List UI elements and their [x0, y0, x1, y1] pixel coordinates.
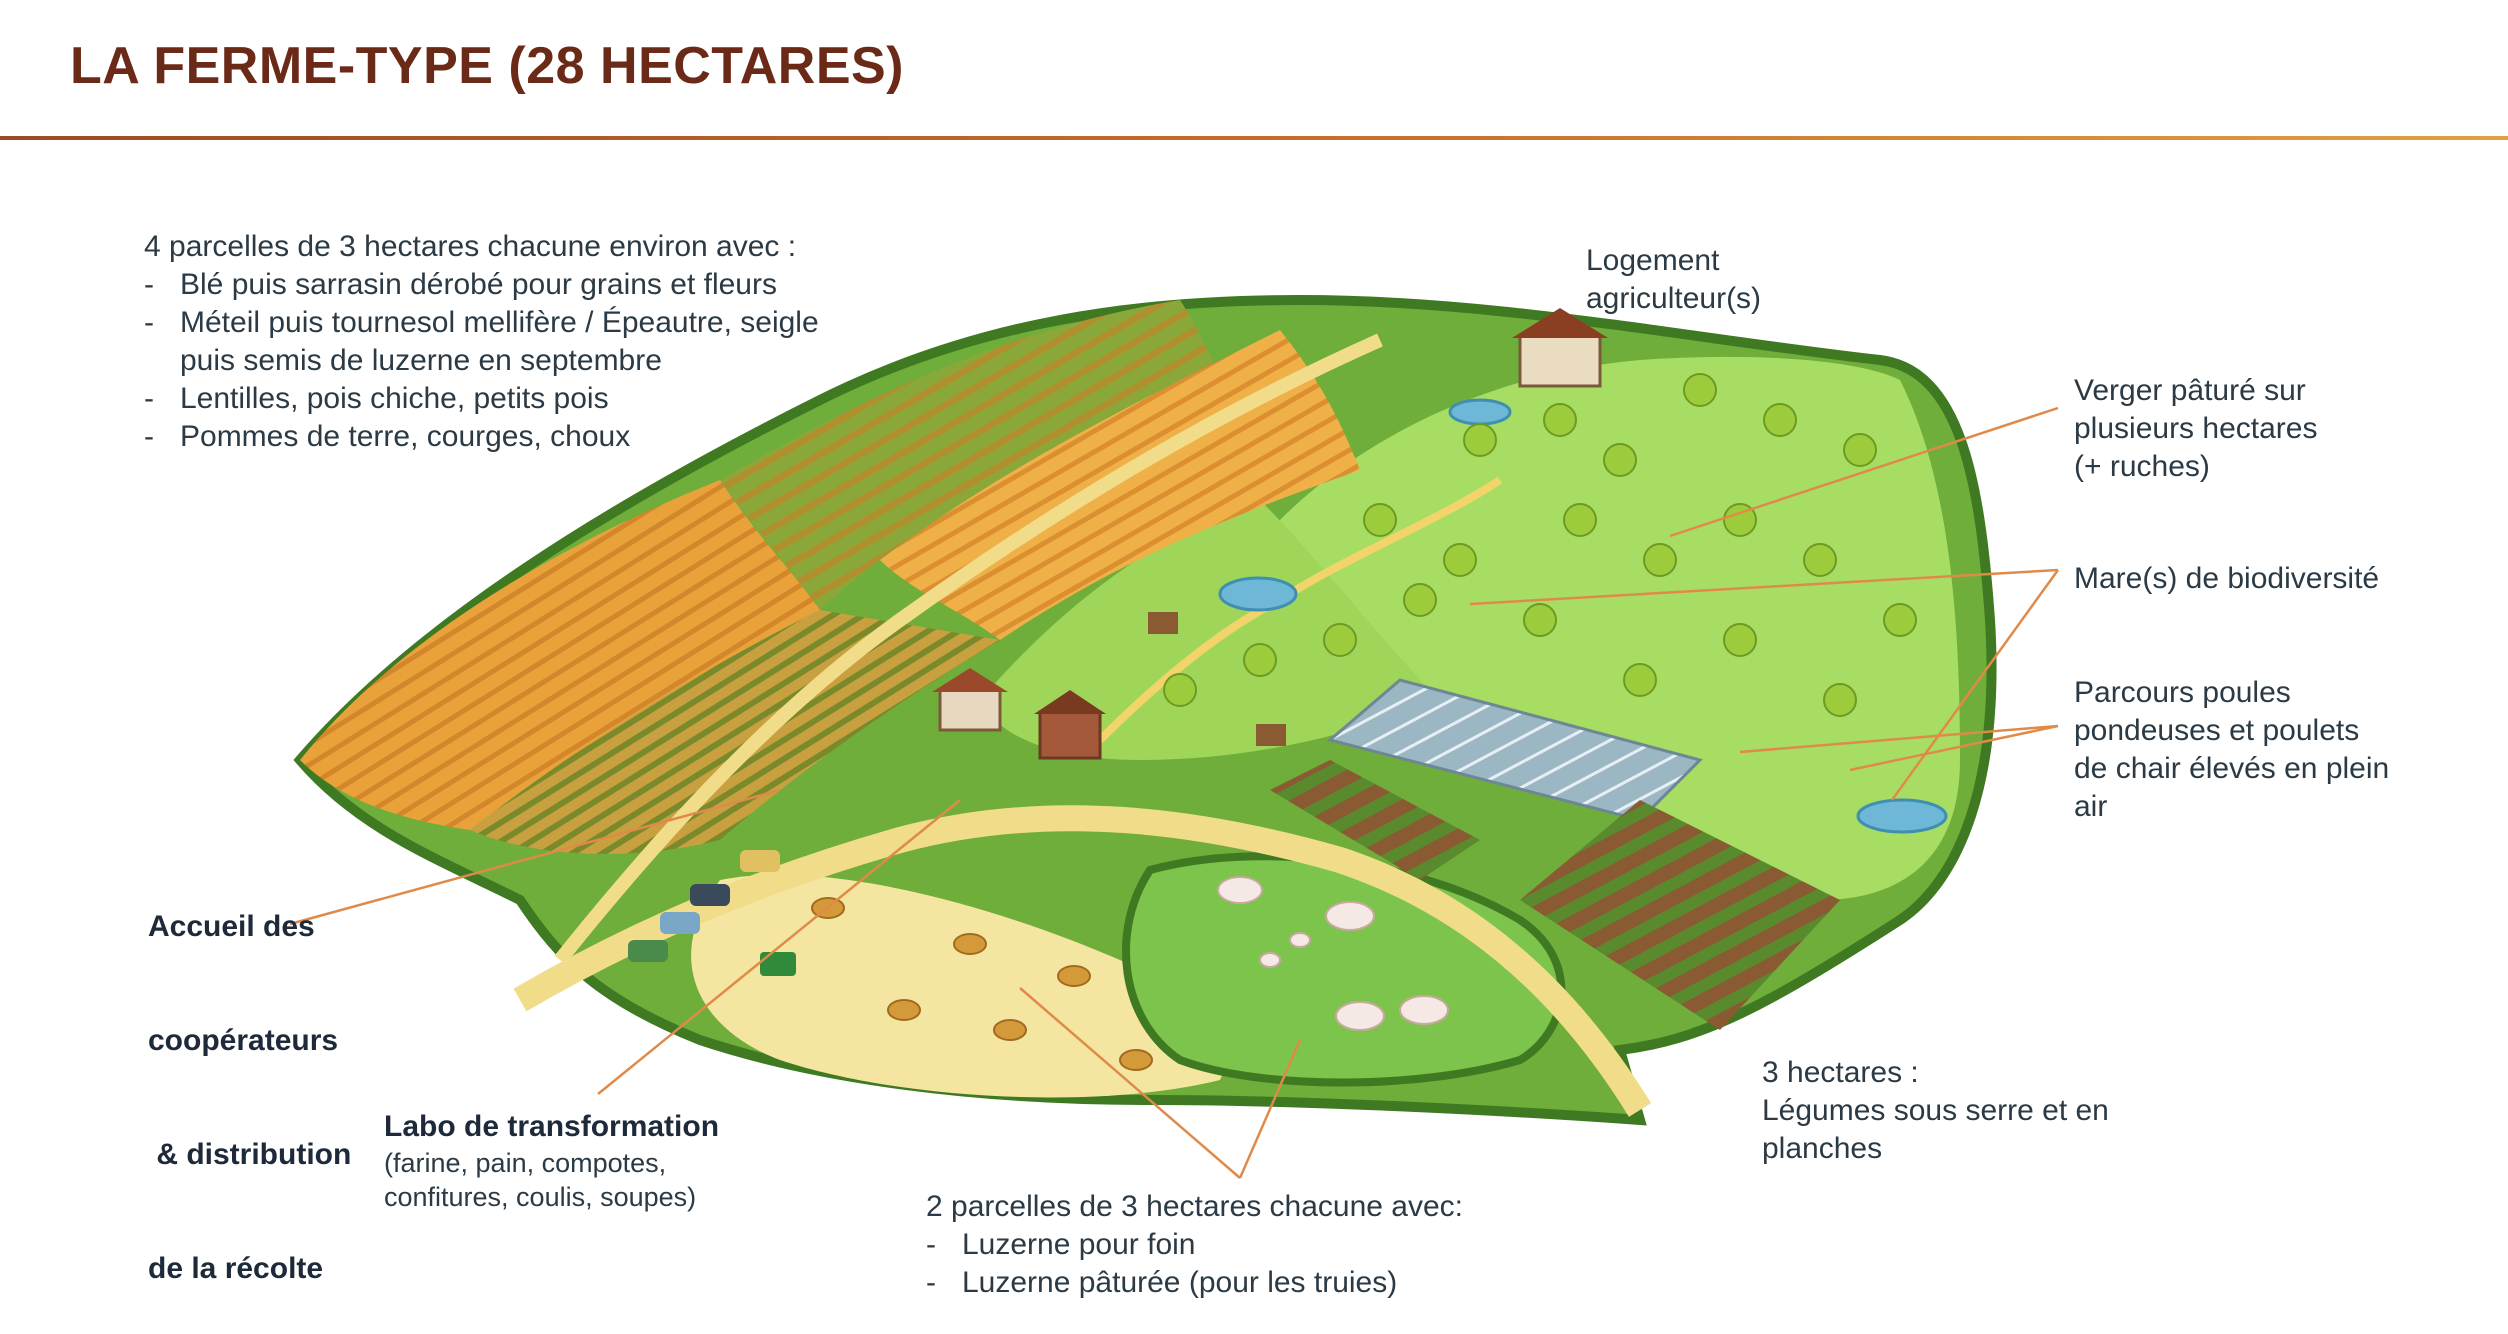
tractor: [760, 952, 796, 976]
welcome-line-1: Accueil des: [148, 910, 315, 943]
poultry-line-2: pondeuses et poulets: [2074, 714, 2360, 747]
welcome-line-4: de la récolte: [148, 1252, 324, 1285]
farmhouse: [1512, 308, 1608, 388]
label-poultry: Parcours poules pondeuses et poulets de …: [2074, 674, 2389, 826]
poultry-line-3: de chair élevés en plein: [2074, 752, 2390, 785]
vegetable-beds: [1520, 800, 1840, 1030]
lab-heading: Labo de transformation: [384, 1110, 720, 1143]
label-cereal-parcels: 4 parcelles de 3 hectares chacune enviro…: [144, 228, 864, 456]
label-ponds: Mare(s) de biodiversité: [2074, 560, 2379, 598]
lab-line-2: confitures, coulis, soupes): [384, 1182, 697, 1212]
page-title: LA FERME-TYPE (28 HECTARES): [70, 37, 904, 95]
alfalfa-intro: 2 parcelles de 3 hectares chacune avec:: [926, 1190, 1463, 1223]
list-item: Lentilles, pois chiche, petits pois: [144, 380, 864, 418]
label-welcome: Accueil des coopérateurs & distribution …: [148, 832, 351, 1326]
pond-3: [1856, 798, 1948, 834]
list-item: Blé puis sarrasin dérobé pour grains et …: [144, 266, 864, 304]
vegetables-line-3: planches: [1762, 1132, 1883, 1165]
label-orchard: Verger pâturé sur plusieurs hectares (+ …: [2074, 372, 2317, 486]
label-lab: Labo de transformation (farine, pain, co…: [384, 1108, 719, 1214]
label-vegetables: 3 hectares : Légumes sous serre et en pl…: [1762, 1054, 2109, 1168]
pond-1: [1218, 576, 1298, 612]
center-meadow: [980, 500, 1440, 760]
greenhouses: [1326, 678, 1703, 822]
list-item: Luzerne pour foin: [926, 1226, 1463, 1264]
welcome-line-3: & distribution: [148, 1138, 352, 1171]
sows: [1217, 876, 1449, 1031]
vegetables-line-2: Légumes sous serre et en: [1762, 1094, 2109, 1127]
welcome-building: [932, 668, 1106, 760]
cereal-parcels-intro: 4 parcelles de 3 hectares chacune enviro…: [144, 230, 797, 263]
hen-house-1: [1148, 612, 1178, 634]
orchard-line-2: plusieurs hectares: [2074, 412, 2318, 445]
vegetable-beds-2: [1270, 760, 1480, 880]
parcel-2: [470, 610, 1000, 854]
label-alfalfa: 2 parcelles de 3 hectares chacune avec: …: [926, 1188, 1463, 1302]
hay-bales: [811, 897, 1153, 1071]
alfalfa-list: Luzerne pour foin Luzerne pâturée (pour …: [926, 1226, 1463, 1302]
list-item: Pommes de terre, courges, choux: [144, 418, 864, 456]
poultry-line-1: Parcours poules: [2074, 676, 2291, 709]
parking-cars: [628, 850, 780, 962]
hay-field: [691, 874, 1226, 1098]
housing-line-2: agriculteur(s): [1586, 282, 1762, 315]
housing-line-1: Logement: [1586, 244, 1720, 277]
cereal-parcels-list: Blé puis sarrasin dérobé pour grains et …: [144, 266, 864, 456]
pond-2: [1448, 398, 1512, 426]
list-item: Luzerne pâturée (pour les truies): [926, 1264, 1463, 1302]
welcome-line-2: coopérateurs: [148, 1024, 339, 1057]
orchard-meadow: [1280, 356, 1960, 900]
poultry-line-4: air: [2074, 790, 2108, 823]
label-housing: Logement agriculteur(s): [1586, 242, 1761, 318]
farm-lane: [554, 333, 1383, 965]
main-road: [513, 805, 1652, 1117]
lab-line-1: (farine, pain, compotes,: [384, 1148, 667, 1178]
list-item: Méteil puis tournesol mellifère / Épeaut…: [144, 304, 864, 380]
orchard-line-1: Verger pâturé sur: [2074, 374, 2306, 407]
orchard-trees: [1163, 373, 1917, 717]
parcel-3: [720, 300, 1230, 610]
vegetables-line-1: 3 hectares :: [1762, 1056, 1919, 1089]
ponds-text: Mare(s) de biodiversité: [2074, 562, 2380, 595]
leader-lines: [289, 406, 2060, 1179]
hen-house-2: [1256, 724, 1286, 746]
parcel-1: [300, 480, 820, 830]
title-divider: [0, 136, 2508, 140]
orchard-line-3: (+ ruches): [2074, 450, 2210, 483]
